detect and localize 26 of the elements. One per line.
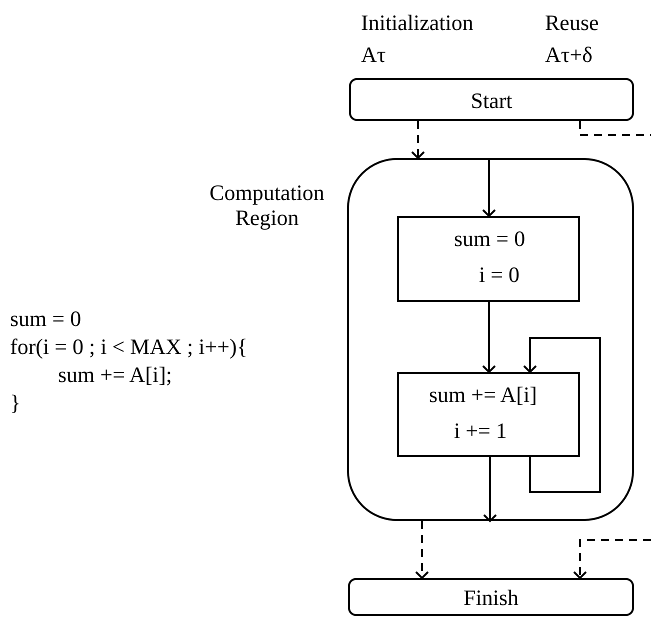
- code-line: sum += A[i];: [58, 362, 172, 388]
- dashed-arrow: [573, 539, 651, 579]
- start-box: [349, 78, 634, 121]
- code-line: sum = 0: [10, 306, 82, 332]
- arrow: [523, 337, 601, 493]
- code-statement: i += 1: [454, 418, 507, 444]
- arrow: [483, 457, 497, 522]
- dashed-arrow: [415, 521, 429, 579]
- dashed-arrow: [411, 121, 425, 159]
- code-statement: sum += A[i]: [429, 382, 537, 408]
- region-heading: Computation Region: [208, 180, 326, 231]
- box-label: Finish: [462, 585, 520, 610]
- finish-box: [348, 578, 634, 616]
- process-box: [397, 372, 580, 457]
- phase-label: Initialization: [361, 10, 474, 36]
- process-box: [397, 216, 580, 302]
- box-label: Start: [470, 88, 514, 114]
- phase-label: Reuse: [545, 10, 599, 36]
- code-line: for(i = 0 ; i < MAX ; i++){: [10, 334, 248, 360]
- code-statement: i = 0: [479, 262, 520, 288]
- arrow: [482, 302, 496, 373]
- code-statement: sum = 0: [454, 226, 526, 252]
- code-line: }: [10, 390, 21, 416]
- array-label: Aτ: [361, 42, 386, 68]
- array-label: Aτ+δ: [545, 42, 593, 68]
- arrow: [482, 158, 496, 217]
